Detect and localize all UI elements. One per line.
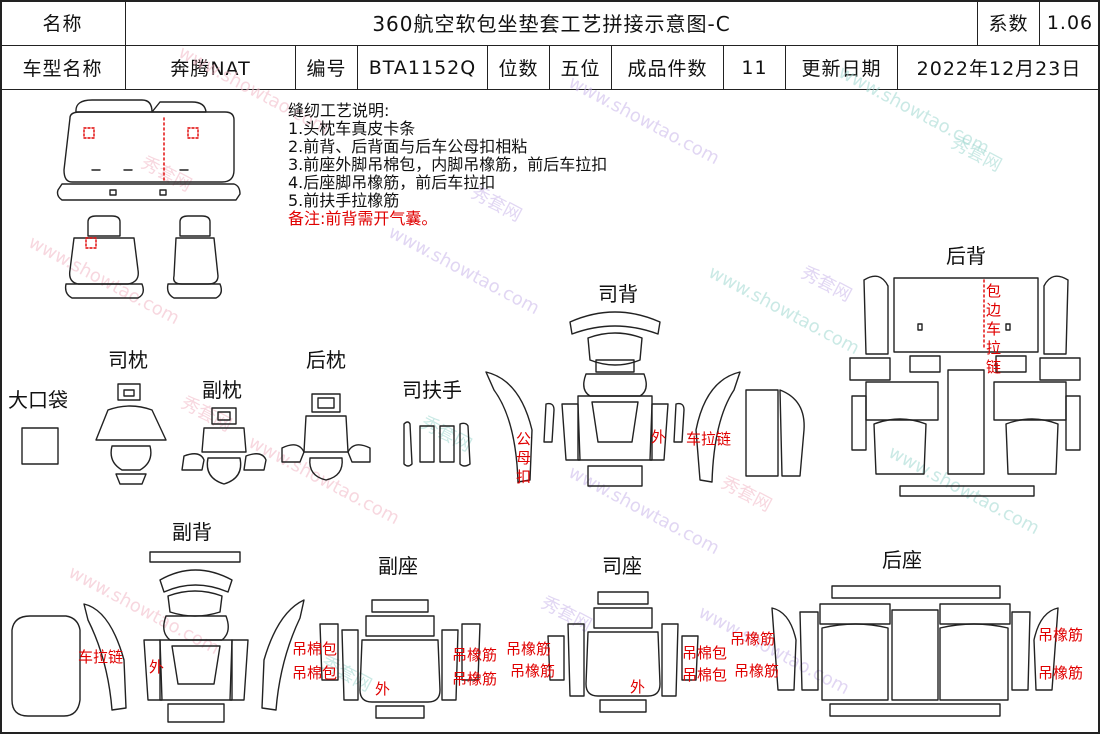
label-driver-back: 司背: [598, 282, 638, 306]
note-elastic: 吊橡筋: [1038, 664, 1084, 682]
note-zip: 车拉链: [686, 430, 732, 448]
note-binding-zip: 包边车拉链: [986, 282, 1002, 376]
note-cotton: 吊棉包: [292, 664, 338, 682]
driver-back-pieces: [485, 311, 805, 487]
note-elastic: 吊橡筋: [730, 630, 776, 648]
label-big-pocket: 大口袋: [8, 388, 68, 412]
note-cotton: 吊棉包: [682, 644, 728, 662]
note-elastic: 吊橡筋: [734, 662, 780, 680]
model-value: 奔腾NAT: [126, 46, 296, 90]
label-driver-headrest: 司枕: [108, 348, 148, 372]
note-outer: 外: [375, 680, 391, 698]
rear-seat-pieces: [771, 585, 1059, 717]
rear-bench-thumbnail: [56, 99, 241, 201]
model-label: 车型名称: [0, 46, 126, 90]
label-passenger-seat: 副座: [378, 554, 418, 578]
pieces-value: 11: [724, 46, 786, 90]
note-cotton: 吊棉包: [682, 666, 728, 684]
seats-value: 五位: [550, 46, 612, 90]
code-value: BTA1152Q: [358, 46, 488, 90]
note-elastic: 吊橡筋: [1038, 626, 1084, 644]
passenger-back-pieces: [11, 551, 305, 723]
note-cotton: 吊棉包: [292, 640, 338, 658]
date-value: 2022年12月23日: [898, 46, 1100, 90]
code-label: 编号: [296, 46, 358, 90]
notes-item: 1.头枕车真皮卡条: [288, 119, 416, 138]
note-outer: 外: [149, 658, 165, 676]
seats-label: 位数: [488, 46, 550, 90]
note-zip: 车拉链: [78, 648, 124, 666]
big-pocket-shape: [21, 427, 59, 465]
sewing-notes: 缝纫工艺说明: 1.头枕车真皮卡条 2.前背、后背面与后车公母扣相粘 3.前座外…: [288, 102, 607, 228]
coef-label: 系数: [978, 0, 1040, 46]
note-outer: 外: [630, 678, 646, 696]
passenger-seat-pieces: [319, 599, 481, 719]
notes-item: 3.前座外脚吊棉包，内脚吊橡筋，前后车拉扣: [288, 155, 608, 174]
driver-headrest-pieces: [95, 383, 167, 485]
rear-back-pieces: [849, 275, 1081, 497]
label-passenger-back: 副背: [172, 520, 212, 544]
notes-title: 缝纫工艺说明:: [288, 101, 390, 120]
label-rear-headrest: 后枕: [306, 348, 346, 372]
note-elastic: 吊橡筋: [510, 662, 556, 680]
rear-headrest-pieces: [281, 393, 371, 481]
label-rear-back: 后背: [946, 244, 986, 268]
note-elastic: 吊橡筋: [452, 646, 498, 664]
passenger-headrest-pieces: [181, 407, 267, 485]
notes-item: 2.前背、后背面与后车公母扣相粘: [288, 137, 528, 156]
date-label: 更新日期: [786, 46, 898, 90]
note-elastic: 吊橡筋: [506, 640, 552, 658]
pieces-label: 成品件数: [612, 46, 724, 90]
label-driver-armrest: 司扶手: [402, 378, 462, 402]
coef-value: 1.06: [1040, 0, 1100, 46]
front-seat-thumbnails: [64, 215, 223, 299]
note-outer: 外: [651, 428, 667, 446]
driver-seat-pieces: [547, 591, 699, 713]
driver-armrest-pieces: [403, 421, 471, 467]
note-snap-buttons: 公母扣: [516, 430, 532, 486]
diagram-title: 360航空软包坐垫套工艺拼接示意图-C: [126, 0, 978, 46]
label-passenger-headrest: 副枕: [202, 378, 242, 402]
label-driver-seat: 司座: [602, 554, 642, 578]
notes-remark: 备注:前背需开气囊。: [288, 209, 438, 228]
notes-item: 5.前扶手拉橡筋: [288, 191, 400, 210]
label-rear-seat: 后座: [882, 548, 922, 572]
note-elastic: 吊橡筋: [452, 670, 498, 688]
name-label: 名称: [0, 0, 126, 46]
notes-item: 4.后座脚吊橡筋，前后车拉扣: [288, 173, 496, 192]
